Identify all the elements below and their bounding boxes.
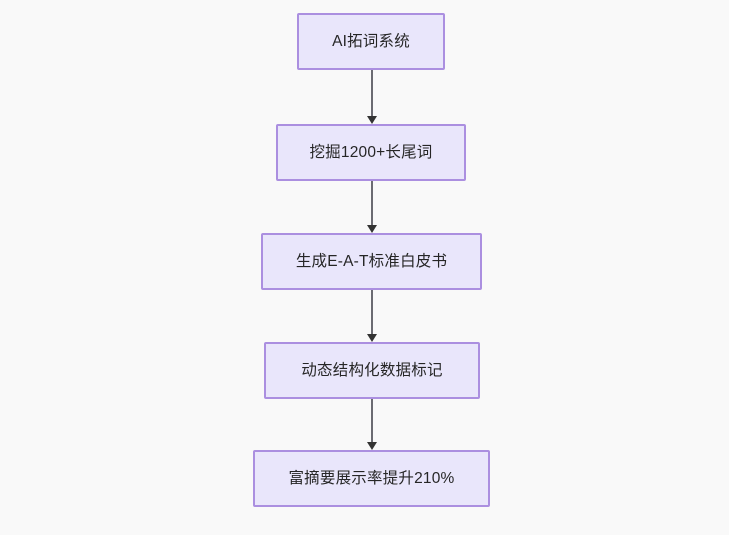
flow-node-longtail-keywords[interactable]: 挖掘1200+长尾词 (276, 124, 466, 181)
edge-n2-n3 (371, 181, 373, 225)
flow-node-label: 动态结构化数据标记 (301, 361, 443, 379)
arrowhead-n1-n2 (366, 116, 377, 124)
flow-node-eat-whitepaper[interactable]: 生成E-A-T标准白皮书 (261, 233, 482, 290)
flow-node-structured-data-markup[interactable]: 动态结构化数据标记 (264, 342, 480, 399)
flow-node-ai-keyword-system[interactable]: AI拓词系统 (297, 13, 445, 70)
arrowhead-n2-n3 (366, 225, 377, 233)
edge-n3-n4 (371, 290, 373, 334)
edge-n4-n5 (371, 399, 373, 442)
flow-node-rich-snippet-result[interactable]: 富摘要展示率提升210% (253, 450, 490, 507)
flow-node-label: 挖掘1200+长尾词 (309, 143, 433, 161)
flow-node-label: 生成E-A-T标准白皮书 (295, 252, 448, 270)
flow-node-label: AI拓词系统 (332, 32, 410, 50)
arrowhead-n4-n5 (366, 442, 377, 450)
edge-n1-n2 (371, 70, 373, 116)
flow-node-label: 富摘要展示率提升210% (288, 469, 455, 487)
arrowhead-n3-n4 (366, 334, 377, 342)
